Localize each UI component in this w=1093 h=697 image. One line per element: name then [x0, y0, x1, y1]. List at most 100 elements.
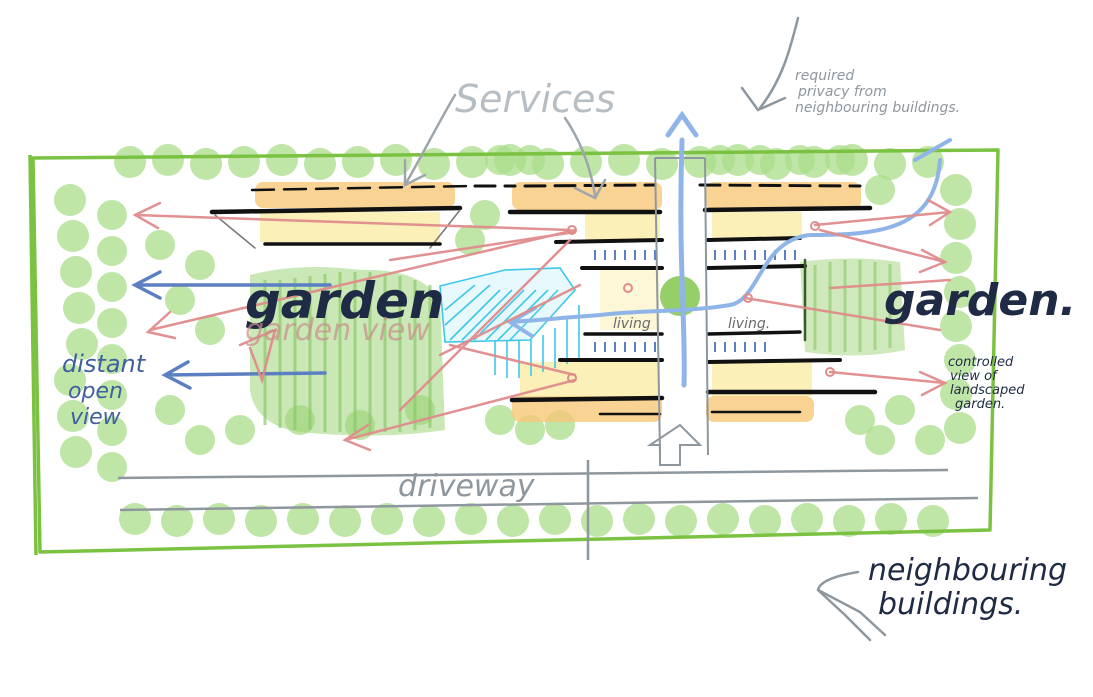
tree-canopy [940, 378, 972, 410]
garden-right-label: garden. [884, 275, 1076, 326]
tree-canopy [665, 505, 697, 537]
tree-canopy [917, 505, 949, 537]
tree-canopy [940, 310, 972, 342]
tree-canopy [97, 380, 127, 410]
distant-view-line1: distant [62, 350, 147, 378]
tree-canopy [57, 220, 89, 252]
terrace-hatch [439, 267, 580, 378]
tree-canopy [145, 230, 175, 260]
tree-canopy [515, 415, 545, 445]
tree-canopy [785, 145, 815, 175]
tree-canopy [97, 452, 127, 482]
tree-canopy [845, 405, 875, 435]
tree-canopy [539, 503, 571, 535]
tree-canopy [119, 503, 151, 535]
tree-canopy [185, 250, 215, 280]
privacy-pointer [740, 16, 800, 112]
tree-canopy [228, 146, 260, 178]
privacy-note-line3: neighbouring buildings. [795, 100, 960, 116]
tree-canopy [791, 503, 823, 535]
tree-canopy [485, 405, 515, 435]
services-pointers [403, 93, 607, 200]
left-garden-lawn [250, 266, 445, 436]
living-left-label: living [613, 316, 651, 332]
tree-canopy [165, 285, 195, 315]
controlled-view-line2: view of [950, 369, 999, 384]
tree-canopy [940, 242, 972, 274]
privacy-note-line1: required [795, 68, 854, 84]
tree-canopy [155, 395, 185, 425]
tree-canopy [705, 145, 735, 175]
tree-canopy [944, 344, 976, 376]
controlled-view-line3: landscaped [950, 383, 1025, 398]
tree-canopy [749, 505, 781, 537]
tree-canopy [455, 503, 487, 535]
tree-canopy [245, 505, 277, 537]
tree-canopy [287, 503, 319, 535]
building-walls [209, 183, 878, 416]
tree-canopy [304, 148, 336, 180]
tree-canopy [97, 416, 127, 446]
tree-canopy [97, 344, 127, 374]
tree-canopy [608, 144, 640, 176]
tree-canopy [342, 146, 374, 178]
tree-canopy [329, 505, 361, 537]
courtyard-tree [660, 276, 700, 316]
tree-canopy [865, 175, 895, 205]
tree-canopy [497, 505, 529, 537]
tree-canopy [66, 328, 98, 360]
tree-canopy [865, 425, 895, 455]
tree-canopy [745, 145, 775, 175]
view-origin-dots [567, 221, 835, 383]
tree-canopy [60, 256, 92, 288]
tree-canopy [623, 503, 655, 535]
tree-canopy [114, 146, 146, 178]
tree-canopy [371, 503, 403, 535]
tree-canopy [57, 400, 89, 432]
tree-canopy [54, 184, 86, 216]
tree-canopy [97, 272, 127, 302]
tree-canopy [266, 144, 298, 176]
right-garden-lawn [800, 258, 905, 356]
tree-canopy [912, 146, 944, 178]
tree-canopy [413, 505, 445, 537]
tree-canopy [97, 200, 127, 230]
tree-canopy [185, 425, 215, 455]
tree-canopy [470, 200, 500, 230]
tree-canopy [161, 505, 193, 537]
tree-canopy [875, 503, 907, 535]
glazing-ticks [594, 250, 796, 352]
tree-canopy [874, 148, 906, 180]
distant-view-line3: view [70, 405, 122, 430]
tree-canopy [97, 236, 127, 266]
service-bands [255, 182, 861, 422]
tree-canopy [456, 146, 488, 178]
tree-canopy [485, 145, 515, 175]
north-south-axis-arrow [665, 110, 699, 388]
tree-canopy [707, 503, 739, 535]
tree-canopy [581, 505, 613, 537]
garden-view-label: garden view [245, 313, 430, 348]
tree-canopy [944, 412, 976, 444]
tree-canopy [915, 425, 945, 455]
neighbouring-buildings-arrow [816, 570, 887, 642]
tree-canopy [885, 395, 915, 425]
tree-canopy [54, 364, 86, 396]
tree-canopy [203, 503, 235, 535]
garden-left-label: garden [245, 272, 445, 330]
driveway-label: driveway [398, 469, 536, 504]
neighbouring-buildings-line2: buildings. [878, 587, 1023, 622]
tree-canopy [515, 145, 545, 175]
tree-canopy [944, 276, 976, 308]
tree-canopy [225, 415, 255, 445]
tree-canopy [97, 308, 127, 338]
tree-canopy [940, 174, 972, 206]
living-right-label: living. [728, 316, 770, 332]
view-arrows-pink [132, 198, 953, 452]
privacy-note-line2: privacy from [797, 84, 887, 100]
controlled-view-line4: garden. [955, 397, 1005, 412]
services-label: Services [455, 77, 615, 121]
neighbouring-buildings-line1: neighbouring [868, 553, 1067, 588]
driveway [117, 460, 979, 560]
tree-canopy [380, 144, 412, 176]
